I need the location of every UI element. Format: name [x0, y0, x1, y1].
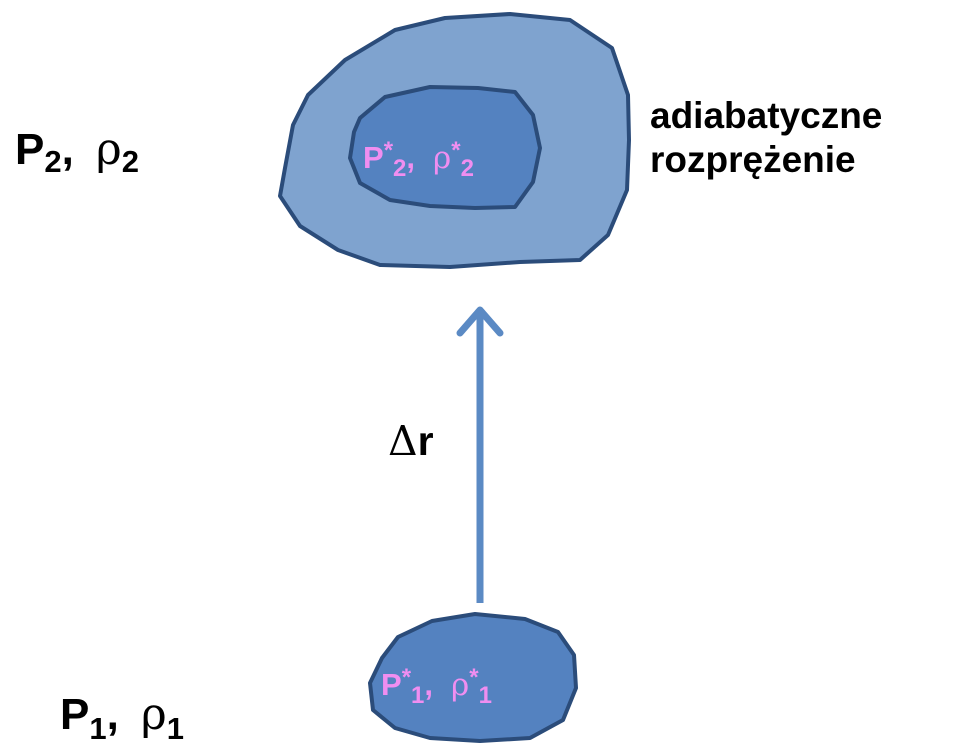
pressure-subscript: 2	[393, 155, 406, 182]
pressure-symbol: P	[15, 125, 44, 174]
pressure-symbol: P	[363, 140, 384, 175]
parcel-state-upper: P*2,ρ*2	[363, 137, 474, 182]
star-mark: *	[384, 137, 394, 164]
pressure-subscript: 2	[44, 144, 61, 179]
density-subscript: 1	[167, 711, 184, 746]
separator: ,	[424, 667, 433, 702]
displacement-variable: r	[418, 418, 434, 464]
density-symbol: ρ	[433, 140, 451, 176]
separator: ,	[107, 690, 119, 739]
expansion-label-line2: rozprężenie	[650, 139, 856, 180]
displacement-label: Δr	[388, 417, 434, 465]
arrow-head	[456, 306, 504, 337]
star-mark: *	[451, 137, 461, 164]
displacement-arrow	[456, 306, 504, 603]
density-subscript: 2	[461, 155, 474, 182]
pressure-symbol: P	[381, 667, 402, 702]
separator: ,	[62, 125, 74, 174]
expansion-label-line1: adiabatyczne	[650, 95, 882, 136]
density-symbol: ρ	[96, 124, 122, 175]
ambient-state-upper: P2,ρ2	[15, 124, 139, 179]
star-mark: *	[402, 664, 412, 691]
initial-parcel	[368, 612, 578, 743]
separator: ,	[406, 140, 415, 175]
density-subscript: 2	[122, 144, 139, 179]
delta-symbol: Δ	[388, 417, 418, 465]
expanded-parcel-inner	[348, 85, 542, 210]
density-symbol: ρ	[451, 667, 469, 703]
pressure-subscript: 1	[89, 711, 106, 746]
pressure-subscript: 1	[411, 682, 424, 709]
pressure-symbol: P	[60, 690, 89, 739]
star-mark: *	[469, 664, 479, 691]
density-subscript: 1	[479, 682, 492, 709]
density-symbol: ρ	[141, 689, 167, 740]
parcel-state-lower: P*1,ρ*1	[381, 664, 492, 709]
ambient-state-lower: P1,ρ1	[60, 689, 184, 746]
